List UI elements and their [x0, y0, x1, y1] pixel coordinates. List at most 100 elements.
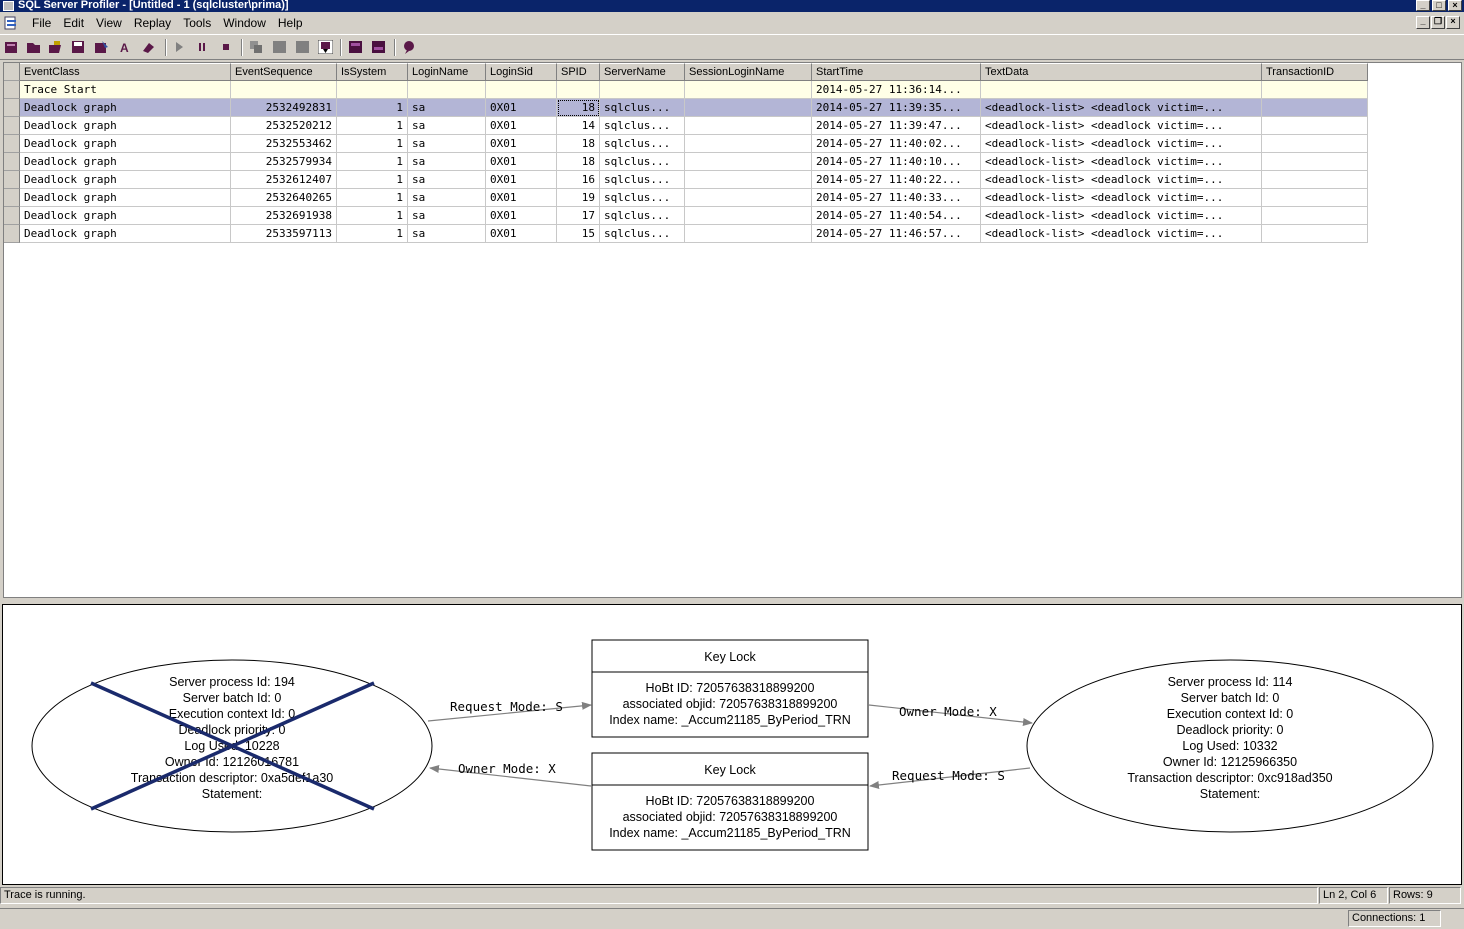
table-cell[interactable]: sqlclus... — [600, 225, 685, 243]
table-cell[interactable]: 2532640265 — [231, 189, 337, 207]
clear-icon[interactable] — [141, 40, 156, 54]
menu-tools[interactable]: Tools — [183, 16, 212, 30]
help-icon[interactable] — [402, 40, 417, 54]
menu-file[interactable]: File — [32, 16, 52, 30]
pause-icon[interactable] — [195, 40, 210, 54]
table-cell[interactable]: sa — [408, 189, 486, 207]
table-cell[interactable]: sqlclus... — [600, 99, 685, 117]
table-cell[interactable]: <deadlock-list> <deadlock victim=... — [981, 207, 1262, 225]
table-cell[interactable]: Deadlock graph — [20, 99, 231, 117]
table-cell[interactable]: sa — [408, 225, 486, 243]
menu-view[interactable]: View — [96, 16, 122, 30]
table-cell[interactable] — [1262, 207, 1368, 225]
table-cell[interactable] — [685, 207, 812, 225]
mdi-restore-button[interactable]: ❐ — [1431, 16, 1445, 29]
table-cell[interactable]: sqlclus... — [600, 207, 685, 225]
table-cell[interactable]: 0X01 — [486, 135, 557, 153]
trace-grid[interactable]: EventClass EventSequence IsSystem LoginN… — [3, 62, 1462, 598]
table-cell[interactable] — [685, 135, 812, 153]
column-header[interactable]: LoginName — [408, 63, 486, 81]
column-header[interactable]: TransactionID — [1262, 63, 1368, 81]
table-cell[interactable] — [557, 81, 600, 99]
column-header[interactable]: LoginSid — [486, 63, 557, 81]
table-cell[interactable]: sqlclus... — [600, 117, 685, 135]
row-selector[interactable] — [4, 225, 20, 243]
table-cell[interactable]: Deadlock graph — [20, 225, 231, 243]
column-header[interactable]: IsSystem — [337, 63, 408, 81]
table-cell[interactable]: 2014-05-27 11:39:35... — [812, 99, 981, 117]
table-cell[interactable]: 14 — [557, 117, 600, 135]
row-selector[interactable] — [4, 207, 20, 225]
table-cell[interactable]: Trace Start — [20, 81, 231, 99]
table-cell[interactable]: 0X01 — [486, 117, 557, 135]
menu-replay[interactable]: Replay — [133, 16, 172, 30]
table-cell[interactable]: 2014-05-27 11:40:54... — [812, 207, 981, 225]
table-row[interactable]: Trace Start 2014-05-27 11:36:14... — [4, 81, 1368, 99]
table-cell[interactable]: <deadlock-list> <deadlock victim=... — [981, 135, 1262, 153]
pane-splitter[interactable] — [0, 598, 1464, 604]
table-cell[interactable]: 2014-05-27 11:36:14... — [812, 81, 981, 99]
table-cell[interactable]: 15 — [557, 225, 600, 243]
table-cell[interactable] — [1262, 117, 1368, 135]
table-cell[interactable]: 2532553462 — [231, 135, 337, 153]
column-header[interactable]: EventClass — [20, 63, 231, 81]
table-cell[interactable]: 1 — [337, 207, 408, 225]
table-cell[interactable]: 1 — [337, 99, 408, 117]
table-cell[interactable]: sa — [408, 117, 486, 135]
table-cell[interactable]: Deadlock graph — [20, 135, 231, 153]
table-cell[interactable] — [685, 99, 812, 117]
table-cell[interactable] — [1262, 225, 1368, 243]
column-header[interactable]: SPID — [557, 63, 600, 81]
open-template-icon[interactable] — [48, 40, 63, 54]
table-cell[interactable]: Deadlock graph — [20, 171, 231, 189]
table-cell[interactable]: <deadlock-list> <deadlock victim=... — [981, 189, 1262, 207]
table-cell[interactable] — [408, 81, 486, 99]
table-cell[interactable]: sa — [408, 99, 486, 117]
table-cell[interactable]: 2533597113 — [231, 225, 337, 243]
row-selector[interactable] — [4, 189, 20, 207]
row-selector[interactable] — [4, 81, 20, 99]
table-cell[interactable]: <deadlock-list> <deadlock victim=... — [981, 171, 1262, 189]
table-cell[interactable]: 0X01 — [486, 99, 557, 117]
table-cell[interactable] — [231, 81, 337, 99]
minimize-button[interactable]: _ — [1416, 0, 1430, 11]
table-cell[interactable]: 1 — [337, 225, 408, 243]
mdi-close-button[interactable]: × — [1446, 16, 1460, 29]
table-cell[interactable] — [981, 81, 1262, 99]
stop-icon[interactable] — [219, 40, 234, 54]
key-lock-node-1[interactable]: Key Lock HoBt ID: 72057638318899200assoc… — [591, 639, 869, 738]
table-cell[interactable]: sa — [408, 207, 486, 225]
table-cell[interactable]: Deadlock graph — [20, 153, 231, 171]
table-cell[interactable]: 1 — [337, 171, 408, 189]
column-header[interactable]: ServerName — [600, 63, 685, 81]
table-cell[interactable] — [685, 171, 812, 189]
table-cell[interactable]: 2014-05-27 11:40:10... — [812, 153, 981, 171]
table-cell[interactable]: 2532520212 — [231, 117, 337, 135]
table-cell[interactable] — [685, 81, 812, 99]
replay-icon[interactable] — [295, 40, 310, 54]
row-selector[interactable] — [4, 99, 20, 117]
run-icon[interactable] — [172, 40, 187, 54]
table-cell[interactable] — [685, 189, 812, 207]
table-cell[interactable] — [685, 225, 812, 243]
table-cell[interactable]: <deadlock-list> <deadlock victim=... — [981, 153, 1262, 171]
column-header[interactable]: StartTime — [812, 63, 981, 81]
row-selector[interactable] — [4, 117, 20, 135]
table-cell[interactable]: sqlclus... — [600, 135, 685, 153]
maximize-button[interactable]: □ — [1432, 0, 1446, 11]
table-cell[interactable]: 1 — [337, 117, 408, 135]
tuning-advisor-icon[interactable] — [371, 40, 386, 54]
table-cell[interactable]: 2532579934 — [231, 153, 337, 171]
key-lock-node-2[interactable]: Key Lock HoBt ID: 72057638318899200assoc… — [591, 752, 869, 851]
profiler-icon[interactable] — [348, 40, 363, 54]
table-cell[interactable]: 19 — [557, 189, 600, 207]
table-cell[interactable]: 2014-05-27 11:40:22... — [812, 171, 981, 189]
table-cell[interactable]: sqlclus... — [600, 189, 685, 207]
